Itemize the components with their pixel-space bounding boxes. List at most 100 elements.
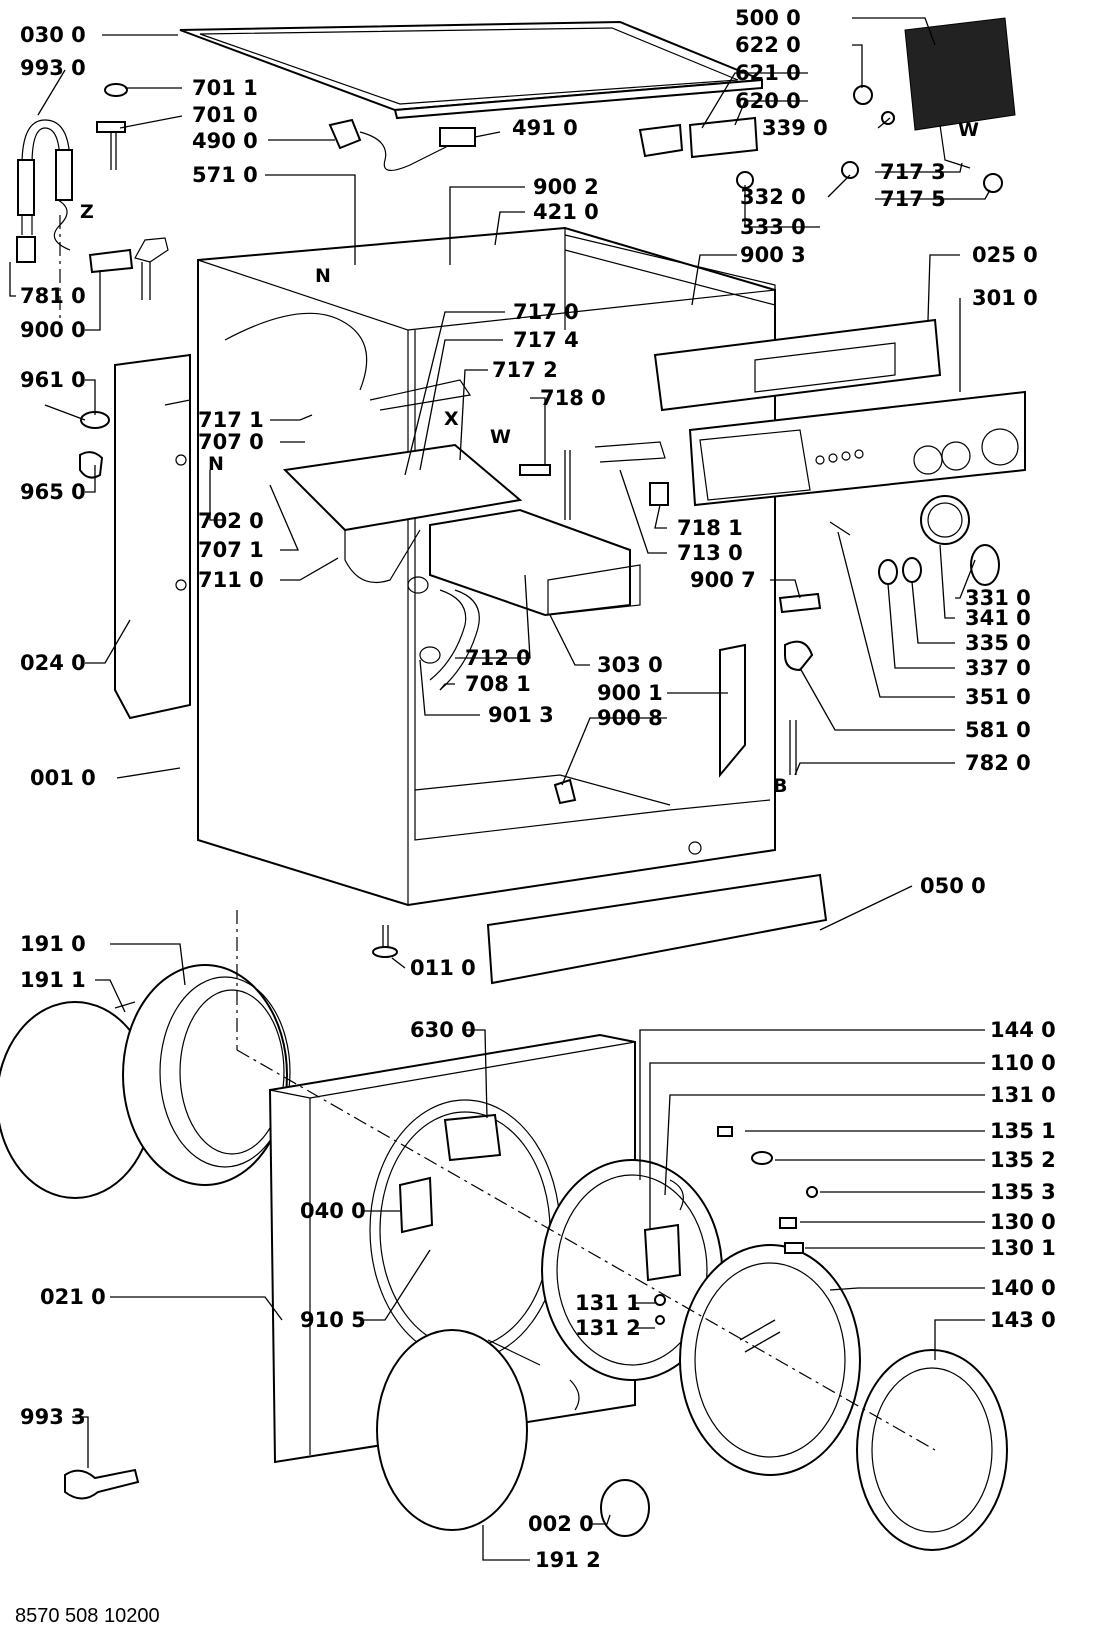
part-label-712-0: 712 0 [465,646,531,670]
part-label-303-0: 303 0 [597,653,663,677]
part-label-993-0: 993 0 [20,56,86,80]
marker-z: Z [80,201,94,223]
part-label-131-0: 131 0 [990,1083,1056,1107]
plinth-part [486,873,828,985]
part-label-718-1: 718 1 [677,516,743,540]
shock-absorber-part [44,404,110,479]
part-label-717-1: 717 1 [198,408,264,432]
part-label-130-1: 130 1 [990,1236,1056,1260]
part-label-622-0: 622 0 [735,33,801,57]
part-label-491-0: 491 0 [512,116,578,140]
leader-lines [9,17,991,1561]
marker-letters: Z N N X W W B [80,119,979,797]
control-knobs-part [829,495,1000,586]
part-label-143-0: 143 0 [990,1308,1056,1332]
marker-b: B [773,775,787,797]
part-label-191-0: 191 0 [20,932,86,956]
part-label-701-0: 701 0 [192,103,258,127]
part-label-135-1: 135 1 [990,1119,1056,1143]
part-label-040-0: 040 0 [300,1199,366,1223]
part-label-900-3: 900 3 [740,243,806,267]
part-label-901-3: 901 3 [488,703,554,727]
part-label-131-2: 131 2 [575,1316,641,1340]
part-label-900-7: 900 7 [690,568,756,592]
filter-cap-part [600,1479,650,1537]
dispenser-hose-part [407,576,480,691]
part-label-630-0: 630 0 [410,1018,476,1042]
part-label-110-0: 110 0 [990,1051,1056,1075]
part-label-965-0: 965 0 [20,480,86,504]
part-label-711-0: 711 0 [198,568,264,592]
part-label-333-0: 333 0 [740,215,806,239]
part-label-707-0: 707 0 [198,430,264,454]
part-drawings [0,17,1026,1551]
part-label-900-2: 900 2 [533,175,599,199]
part-label-301-0: 301 0 [972,286,1038,310]
marker-w2: W [958,119,979,141]
part-label-900-1: 900 1 [597,681,663,705]
part-label-337-0: 337 0 [965,656,1031,680]
part-label-030-0: 030 0 [20,23,86,47]
detergent-dispenser-part [282,379,641,617]
part-label-001-0: 001 0 [30,766,96,790]
internal-brackets-part [553,592,822,805]
part-label-781-0: 781 0 [20,284,86,308]
part-label-421-0: 421 0 [533,200,599,224]
part-label-011-0: 011 0 [410,956,476,980]
rear-panel-part [114,353,191,720]
part-label-191-1: 191 1 [20,968,86,992]
part-label-024-0: 024 0 [20,651,86,675]
part-label-702-0: 702 0 [198,509,264,533]
door-gasket-part [0,964,291,1199]
part-label-021-0: 021 0 [40,1285,106,1309]
part-label-717-5: 717 5 [880,187,946,211]
part-label-910-5: 910 5 [300,1308,366,1332]
part-label-620-0: 620 0 [735,89,801,113]
part-label-351-0: 351 0 [965,685,1031,709]
part-label-140-0: 140 0 [990,1276,1056,1300]
inlet-hose-part [16,119,73,263]
part-label-701-1: 701 1 [192,76,258,100]
adjustable-foot-part [372,925,398,958]
part-label-571-0: 571 0 [192,163,258,187]
door-lever-part [519,441,669,520]
part-label-335-0: 335 0 [965,631,1031,655]
part-label-339-0: 339 0 [762,116,828,140]
part-label-341-0: 341 0 [965,606,1031,630]
part-label-993-3: 993 3 [20,1405,86,1429]
part-label-135-2: 135 2 [990,1148,1056,1172]
part-label-900-0: 900 0 [20,318,86,342]
document-code: 8570 508 10200 [15,1605,160,1627]
part-label-717-0: 717 0 [513,300,579,324]
part-label-191-2: 191 2 [535,1548,601,1572]
door-glass-part [679,1244,1008,1551]
part-label-782-0: 782 0 [965,751,1031,775]
part-label-050-0: 050 0 [920,874,986,898]
part-label-717-2: 717 2 [492,358,558,382]
door-frame-part [541,1159,723,1381]
part-label-708-1: 708 1 [465,672,531,696]
part-label-717-4: 717 4 [513,328,579,352]
top-cover-part [179,20,763,120]
control-panel-part [653,318,1026,507]
part-label-581-0: 581 0 [965,718,1031,742]
marker-n1: N [315,265,331,287]
marker-n2: N [208,453,224,475]
part-label-707-1: 707 1 [198,538,264,562]
door-seal-ring-part [376,1329,580,1531]
part-label-135-3: 135 3 [990,1180,1056,1204]
hose-bracket-part [59,215,169,320]
marker-x: X [444,408,459,430]
small-hardware-part [654,1126,818,1325]
fixing-bolt-part [96,83,128,170]
part-label-718-0: 718 0 [540,386,606,410]
part-label-025-0: 025 0 [972,243,1038,267]
part-label-131-1: 131 1 [575,1291,641,1315]
part-label-490-0: 490 0 [192,129,258,153]
electronic-module-part [853,17,1016,193]
part-label-961-0: 961 0 [20,368,86,392]
spanner-tool-part [64,1468,140,1500]
part-label-331-0: 331 0 [965,586,1031,610]
part-number-labels: 030 0 993 0 701 1 701 0 490 0 491 0 571 … [20,6,1056,1572]
